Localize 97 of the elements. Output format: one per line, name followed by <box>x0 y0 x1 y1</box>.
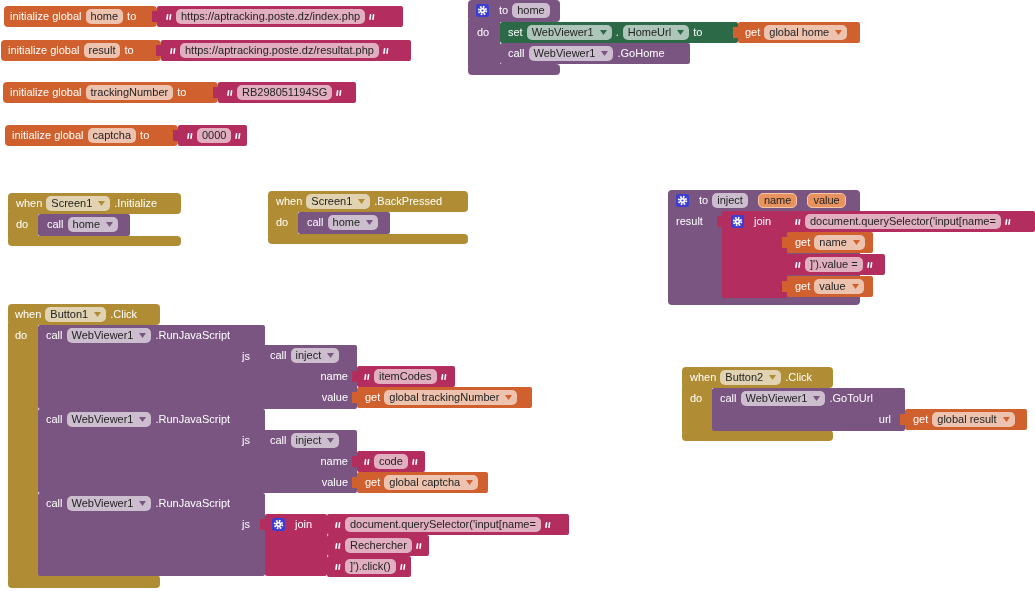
block-label: .GoToUrl <box>829 392 873 405</box>
block-label: join <box>754 215 772 228</box>
dropdown-field: WebViewer1 <box>66 328 152 343</box>
block-label: value <box>321 476 348 489</box>
block-label: to <box>127 10 137 23</box>
text-field: code <box>374 454 408 469</box>
block-label: get <box>745 26 761 39</box>
block-label: call <box>46 329 63 342</box>
block-label: to <box>124 44 134 57</box>
name-field: trackingNumber <box>85 85 174 100</box>
block-label: to <box>699 194 709 207</box>
block-label: get <box>795 280 811 293</box>
text-field: https://aptracking.poste.dz/resultat.php <box>180 43 379 58</box>
block-label: name <box>320 370 348 383</box>
block-label: result <box>676 215 703 228</box>
block-label: when <box>15 308 42 321</box>
dropdown-field: HomeUrl <box>622 25 690 40</box>
parameter-field: name <box>757 193 798 208</box>
name-field: home <box>85 9 124 24</box>
name-field: inject <box>712 193 748 208</box>
block-label: call <box>307 216 324 229</box>
dropdown-field: value <box>814 279 864 294</box>
block-label: .RunJavaScript <box>155 413 231 426</box>
block-label: .Click <box>785 371 813 384</box>
block-label: when <box>16 197 43 210</box>
dropdown-field: name <box>814 235 865 250</box>
text-field: document.querySelector('input[name= <box>805 214 1001 229</box>
dropdown-field: global result <box>932 412 1015 427</box>
block-label: js <box>242 518 250 531</box>
dropdown-field: WebViewer1 <box>66 412 152 427</box>
dropdown-field: WebViewer1 <box>740 391 826 406</box>
dropdown-field: global trackingNumber <box>384 390 518 405</box>
name-field: home <box>512 3 550 18</box>
block-label: get <box>795 236 811 249</box>
dropdown-field: Button1 <box>45 307 107 322</box>
block-label: do <box>690 392 703 405</box>
block-label: join <box>295 518 313 531</box>
text-field: 0000 <box>197 128 232 143</box>
block-label: .Initialize <box>114 197 158 210</box>
name-field: result <box>83 43 121 58</box>
text-field: itemCodes <box>374 369 437 384</box>
dropdown-field: Button2 <box>720 370 782 385</box>
dropdown-field: Screen1 <box>306 194 371 209</box>
dropdown-field: inject <box>290 433 340 448</box>
block-label: do <box>15 329 28 342</box>
block-label: call <box>47 218 64 231</box>
name-field: captcha <box>87 128 137 143</box>
block-label: .GoHome <box>617 47 665 60</box>
text-field: ]').value = <box>805 257 863 272</box>
block-label: value <box>321 391 348 404</box>
block-label: .Click <box>110 308 138 321</box>
block-label: to <box>693 26 703 39</box>
dropdown-field: global home <box>764 25 848 40</box>
dropdown-field: home <box>327 215 379 230</box>
block-label: call <box>46 497 63 510</box>
block-label: initialize global <box>10 86 82 99</box>
block-label: call <box>270 349 287 362</box>
text-field: https://aptracking.poste.dz/index.php <box>176 9 366 24</box>
dropdown-field: WebViewer1 <box>526 25 612 40</box>
text-field: document.querySelector('input[name= <box>345 517 541 532</box>
block-label: js <box>242 350 250 363</box>
block-label: call <box>508 47 525 60</box>
block-label: call <box>270 434 287 447</box>
block-label: get <box>365 391 381 404</box>
block-label: to <box>499 4 509 17</box>
block-label: . <box>615 26 619 39</box>
block-label: .RunJavaScript <box>155 497 231 510</box>
block-label: initialize global <box>10 10 82 23</box>
block-label: get <box>365 476 381 489</box>
block-label: .BackPressed <box>374 195 443 208</box>
block-label: when <box>276 195 303 208</box>
text-field: RB298051194SG <box>237 85 333 100</box>
block-label: do <box>276 216 289 229</box>
block-label: to <box>177 86 187 99</box>
dropdown-field: global captcha <box>384 475 479 490</box>
dropdown-field: Screen1 <box>46 196 111 211</box>
block-label: initialize global <box>8 44 80 57</box>
parameter-field: value <box>807 193 846 208</box>
block-label: .RunJavaScript <box>155 329 231 342</box>
block-label: do <box>16 218 29 231</box>
block-label: get <box>913 413 929 426</box>
block-label: call <box>46 413 63 426</box>
block-label: initialize global <box>12 129 84 142</box>
block-label: url <box>878 413 891 426</box>
block-label: set <box>508 26 523 39</box>
dropdown-field: home <box>67 217 119 232</box>
block-label: do <box>477 26 490 39</box>
text-field: Rechercher <box>345 538 412 553</box>
dropdown-field: inject <box>290 348 340 363</box>
dropdown-field: WebViewer1 <box>528 46 614 61</box>
block-label: name <box>320 455 348 468</box>
dropdown-field: WebViewer1 <box>66 496 152 511</box>
block-label: js <box>242 434 250 447</box>
block-label: to <box>140 129 150 142</box>
block-label: call <box>720 392 737 405</box>
text-field: ]').click() <box>345 559 396 574</box>
block-label: when <box>690 371 717 384</box>
